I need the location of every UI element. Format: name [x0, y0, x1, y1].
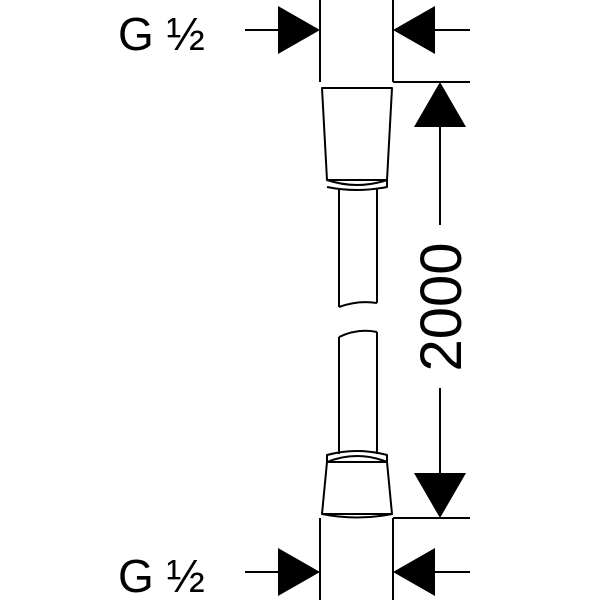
- length-top-arrow: [414, 82, 466, 127]
- length-bottom-arrow: [414, 473, 466, 518]
- top-nut-bottom-ring: [326, 179, 388, 191]
- bottom-left-arrow: [278, 548, 320, 596]
- hose-upper-break: [338, 301, 378, 308]
- top-right-arrow: [393, 6, 435, 54]
- bottom-thread-label: G ½: [118, 550, 205, 600]
- bottom-right-arrow: [393, 548, 435, 596]
- bottom-nut-base: [321, 513, 393, 519]
- top-nut: [321, 87, 393, 181]
- top-width-dimension: [245, 0, 470, 82]
- length-dimension-label: 2000: [409, 242, 474, 371]
- shower-hose: [321, 87, 393, 519]
- top-left-arrow: [278, 6, 320, 54]
- top-thread-label: G ½: [118, 8, 205, 60]
- bottom-nut-top-ring: [326, 450, 388, 463]
- length-dimension: [393, 81, 470, 519]
- bottom-width-dimension: [245, 518, 470, 600]
- hose-lower-break: [338, 329, 378, 338]
- bottom-nut: [321, 461, 393, 515]
